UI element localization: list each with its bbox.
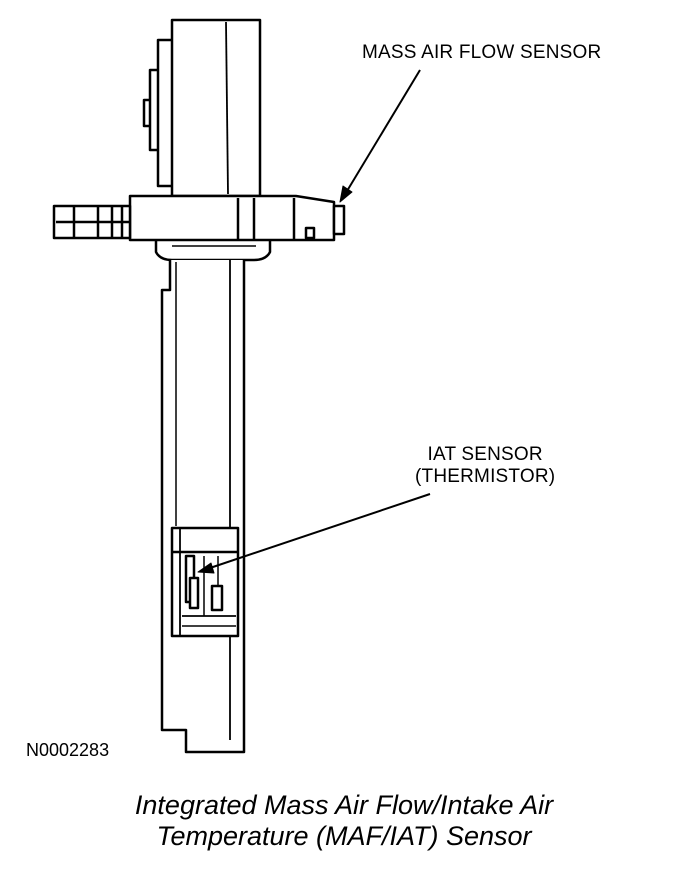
o-ring-seal: [154, 240, 272, 262]
iat-sensor-label-line2: (THERMISTOR): [415, 466, 556, 487]
iat-sensor-label: IAT SENSOR (THERMISTOR): [415, 444, 555, 488]
leader-arrow-maf: [339, 69, 421, 203]
leader-arrow-iat: [197, 493, 431, 574]
maf-sensor-label: MASS AIR FLOW SENSOR: [362, 42, 602, 63]
figure-id: N0002283: [26, 740, 110, 760]
caption-line1: Integrated Mass Air Flow/Intake Air: [134, 790, 554, 820]
caption-line2: Temperature (MAF/IAT) Sensor: [156, 821, 532, 851]
iat-thermistor-element: [170, 526, 240, 638]
figure-caption: Integrated Mass Air Flow/Intake Air Temp…: [0, 790, 688, 852]
connector-pins: [52, 204, 132, 240]
sensor-probe: [160, 260, 246, 754]
sensor-upper-housing: [142, 18, 262, 198]
mounting-flange: [128, 194, 346, 242]
iat-sensor-label-line1: IAT SENSOR: [427, 444, 543, 465]
